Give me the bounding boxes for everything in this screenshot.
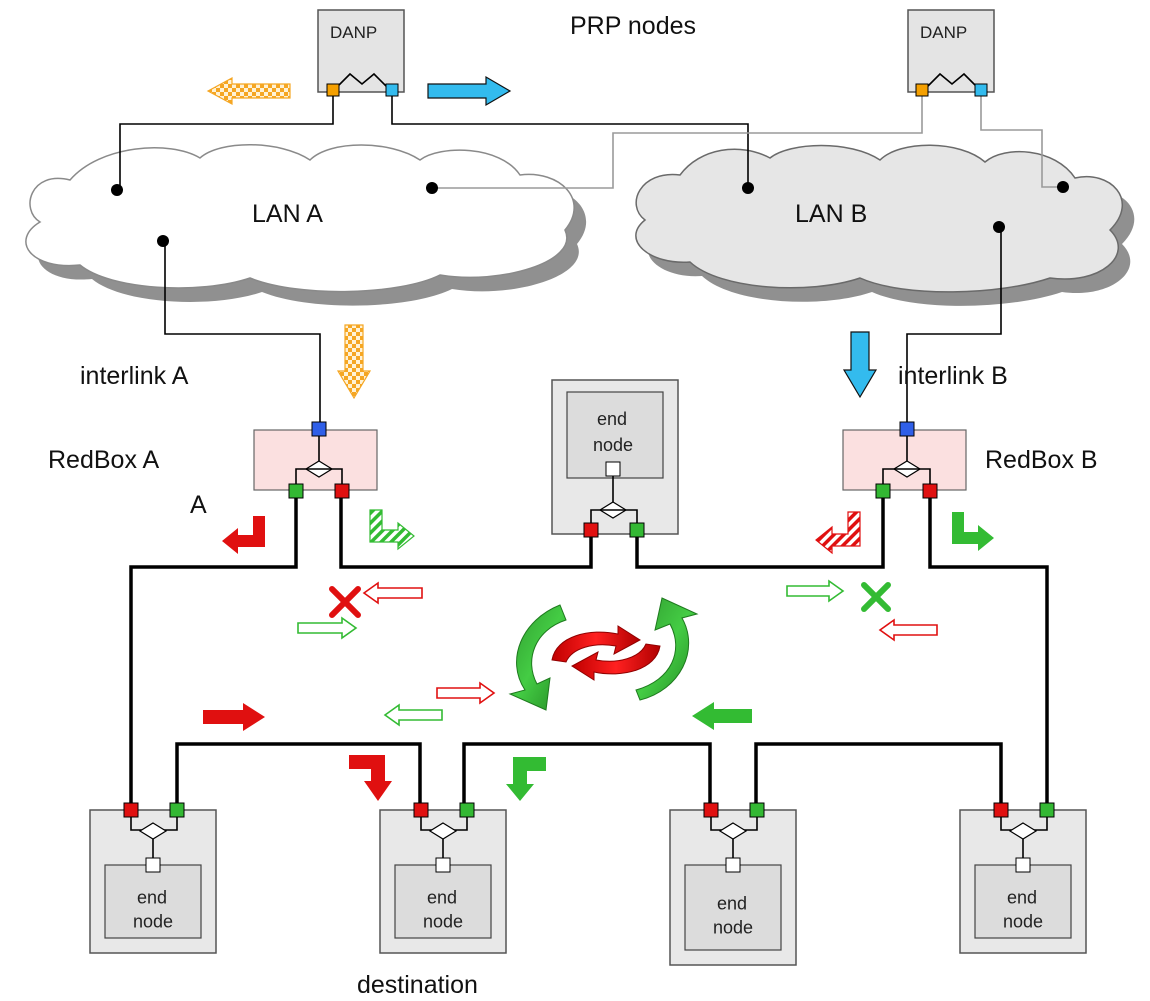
red-arrow-right-icon <box>203 703 265 731</box>
end-node-label-2: node <box>713 918 753 938</box>
port-green <box>459 802 475 818</box>
destination-label: destination <box>357 971 478 999</box>
red-hollow-arrow-right-icon <box>436 681 496 705</box>
danp-left-label: DANP <box>330 23 377 42</box>
green-hollow-arrow-right-icon <box>297 616 358 640</box>
port-red <box>123 802 139 818</box>
ring-wires <box>129 491 1049 830</box>
danp-right-label: DANP <box>920 23 967 42</box>
red-cross-icon <box>329 586 361 618</box>
lan-attachment-points <box>111 181 1069 247</box>
green-arrow-left-icon <box>692 702 752 730</box>
end-node-top-label-2: node <box>593 435 633 455</box>
red-elbow-arrow-icon <box>222 516 265 554</box>
danp-node-left: DANP <box>317 9 405 97</box>
port-green <box>749 802 765 818</box>
green-elbow-down-arrow-icon <box>506 757 546 801</box>
end-node-top: end node <box>551 379 679 538</box>
redbox-b-label: RedBox B <box>985 446 1098 474</box>
green-hollow-arrow-left-icon <box>383 703 443 727</box>
redbox-a <box>253 421 378 499</box>
end-node-top-label-1: end <box>597 409 627 429</box>
port-a-label: A <box>190 491 207 519</box>
red-elbow-down-arrow-icon <box>349 755 392 801</box>
green-striped-elbow-arrow-icon <box>369 509 415 551</box>
ring-rotation-red-icon <box>551 625 661 681</box>
danp-wires <box>119 96 1063 425</box>
prp-nodes-label: PRP nodes <box>570 12 696 40</box>
orange-arrow-left-icon <box>206 76 291 106</box>
lan-b-label: LAN B <box>795 200 867 228</box>
port-red <box>413 802 429 818</box>
cyan-arrow-down-icon <box>842 331 878 399</box>
green-elbow-arrow-icon <box>952 512 994 551</box>
end-node-label-2: node <box>1003 912 1043 932</box>
green-hollow-arrow-right-icon <box>786 579 845 603</box>
interlink-a-label: interlink A <box>80 362 189 390</box>
end-node-bottom-4: end node <box>959 802 1087 954</box>
end-node-bottom-1: end node <box>89 802 217 954</box>
port-green <box>169 802 185 818</box>
red-hollow-arrow-left-icon <box>878 618 938 642</box>
redbox-b <box>842 421 967 499</box>
lan-a-label: LAN A <box>252 200 323 228</box>
danp-node-right: DANP <box>907 9 995 97</box>
port-red <box>703 802 719 818</box>
end-node-label-1: end <box>427 888 457 908</box>
red-striped-elbow-arrow-icon <box>815 511 861 555</box>
ring-rotation-green-icon <box>508 597 699 711</box>
port-red <box>993 802 1009 818</box>
red-hollow-arrow-left-icon <box>362 581 423 605</box>
lan-b-cloud <box>635 144 1135 306</box>
end-node-destination: end node <box>379 802 507 954</box>
end-node-label-2: node <box>133 912 173 932</box>
green-cross-icon <box>861 582 891 612</box>
orange-arrow-down-icon <box>336 324 372 400</box>
end-node-bottom-3: end node <box>669 802 797 966</box>
end-node-label-1: end <box>717 894 747 914</box>
end-node-label-1: end <box>1007 888 1037 908</box>
end-node-label-1: end <box>137 888 167 908</box>
end-nodes-bottom: end node end node end node end node <box>89 802 1087 966</box>
end-node-label-2: node <box>423 912 463 932</box>
interlink-b-label: interlink B <box>898 362 1008 390</box>
redbox-a-label: RedBox A <box>48 446 160 474</box>
port-green <box>1039 802 1055 818</box>
cyan-arrow-right-icon <box>427 75 512 107</box>
lan-a-cloud <box>25 144 587 306</box>
